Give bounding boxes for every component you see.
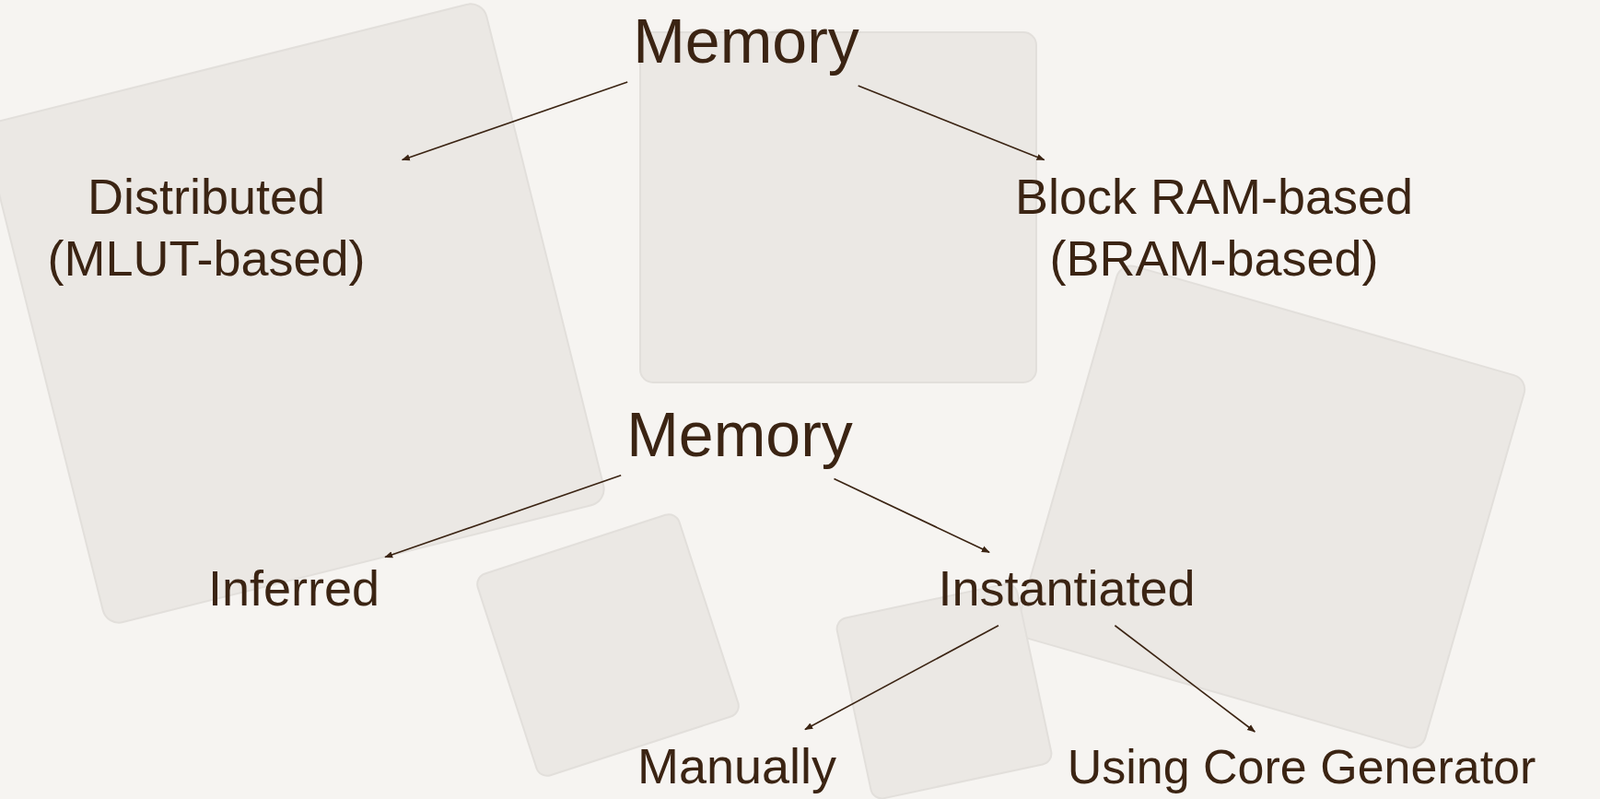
leaf-term: Manually [637, 735, 837, 798]
chip-image [1014, 262, 1529, 752]
branch-term: Block RAM-based (BRAM-based) [965, 165, 1463, 291]
chip-image [640, 32, 1037, 383]
tree-arrow [858, 85, 1045, 161]
tree-arrow [805, 625, 999, 730]
node-label: Memory [626, 395, 853, 474]
node-label: Memory [632, 1, 860, 81]
branch-term: Distributed (MLUT-based) [3, 165, 409, 291]
tree-arrow [833, 478, 990, 553]
branch-term: Instantiated [937, 557, 1195, 620]
leaf-term: Using Core Generator [1067, 736, 1537, 797]
node-label: Using Core Generator [1067, 736, 1537, 797]
node-label: Block RAM-based (BRAM-based) [965, 165, 1463, 291]
chip-image [0, 0, 608, 627]
node-label: Instantiated [937, 557, 1195, 620]
node-label: Distributed (MLUT-based) [3, 165, 409, 291]
node-label: Manually [637, 735, 837, 798]
tree-arrow [402, 81, 629, 160]
root-heading: Memory [632, 1, 860, 81]
tree-arrow [385, 475, 621, 558]
tree-arrow [1114, 625, 1255, 732]
branch-term: Inferred [208, 557, 380, 620]
root-heading: Memory [626, 395, 853, 474]
node-label: Inferred [208, 557, 380, 620]
